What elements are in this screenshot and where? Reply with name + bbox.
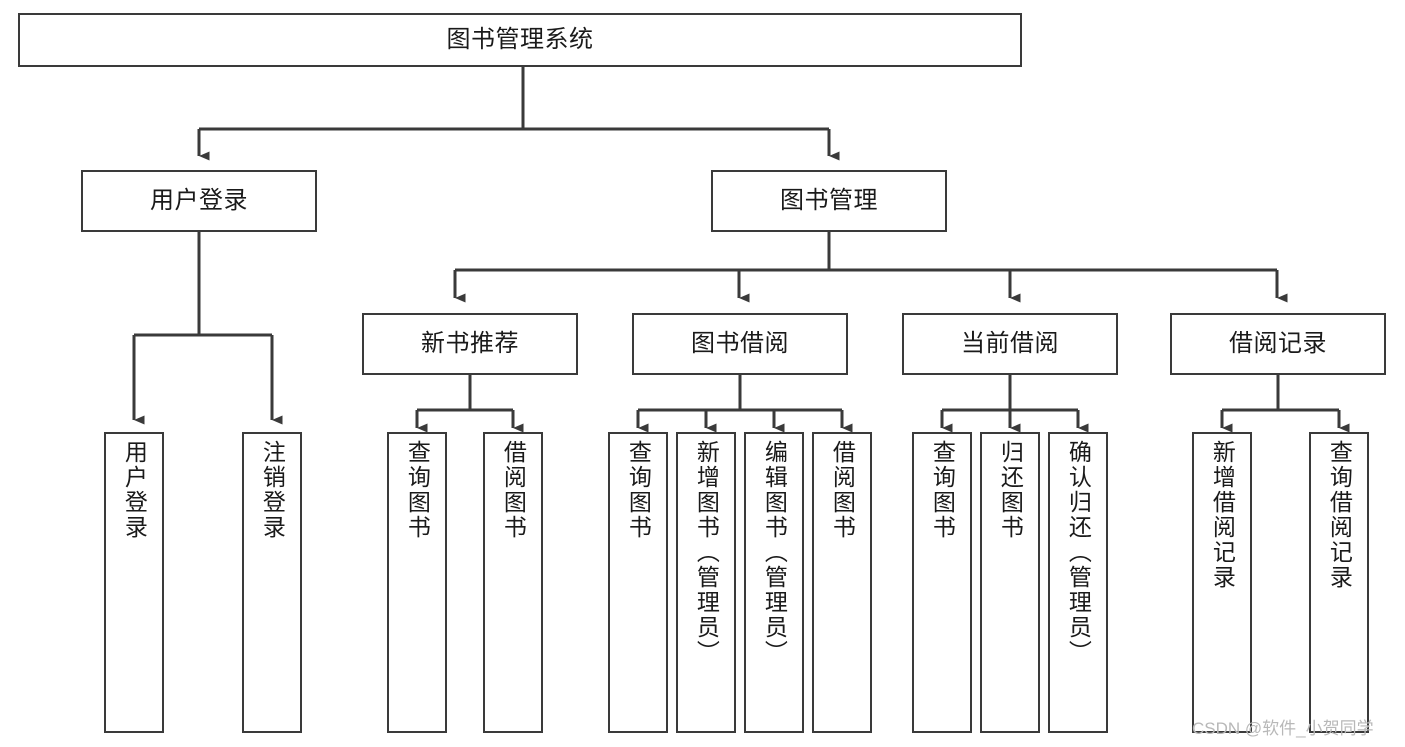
leaf-add-book-admin[interactable]: 新增图书（管理员）: [676, 432, 736, 733]
node-label: 新书推荐: [421, 330, 519, 357]
node-label: 图书借阅: [691, 330, 789, 357]
node-label: 图书管理: [780, 187, 878, 214]
leaf-user-login[interactable]: 用户登录: [104, 432, 164, 733]
node-label: 查询图书: [625, 440, 652, 540]
node-label: 用户登录: [150, 187, 248, 214]
leaf-borrow-book-recommend[interactable]: 借阅图书: [483, 432, 543, 733]
node-label: 借阅记录: [1229, 330, 1327, 357]
node-root-system[interactable]: 图书管理系统: [18, 13, 1022, 67]
leaf-query-book[interactable]: 查询图书: [608, 432, 668, 733]
node-label: 图书管理系统: [446, 26, 594, 53]
node-label: 新增图书（管理员）: [693, 440, 720, 665]
node-new-book-recommend[interactable]: 新书推荐: [362, 313, 578, 375]
node-label: 新增借阅记录: [1209, 440, 1236, 590]
leaf-add-borrow-record[interactable]: 新增借阅记录: [1192, 432, 1252, 733]
node-current-borrow[interactable]: 当前借阅: [902, 313, 1118, 375]
leaf-return-book[interactable]: 归还图书: [980, 432, 1040, 733]
leaf-query-book-current[interactable]: 查询图书: [912, 432, 972, 733]
node-label: 编辑图书（管理员）: [761, 440, 788, 665]
node-user-login[interactable]: 用户登录: [81, 170, 317, 232]
node-label: 借阅图书: [829, 440, 856, 540]
node-label: 当前借阅: [961, 330, 1059, 357]
node-borrow-record[interactable]: 借阅记录: [1170, 313, 1386, 375]
leaf-borrow-book[interactable]: 借阅图书: [812, 432, 872, 733]
leaf-user-logout[interactable]: 注销登录: [242, 432, 302, 733]
node-label: 查询借阅记录: [1326, 440, 1353, 590]
node-label: 注销登录: [259, 440, 286, 540]
node-label: 用户登录: [121, 440, 148, 540]
node-label: 归还图书: [997, 440, 1024, 540]
node-label: 查询图书: [404, 440, 431, 540]
node-book-management[interactable]: 图书管理: [711, 170, 947, 232]
node-book-borrow[interactable]: 图书借阅: [632, 313, 848, 375]
leaf-query-book-recommend[interactable]: 查询图书: [387, 432, 447, 733]
node-label: 借阅图书: [500, 440, 527, 540]
watermark: CSDN @软件_小贺同学: [1192, 719, 1374, 738]
leaf-confirm-return-admin[interactable]: 确认归还（管理员）: [1048, 432, 1108, 733]
leaf-edit-book-admin[interactable]: 编辑图书（管理员）: [744, 432, 804, 733]
leaf-query-borrow-record[interactable]: 查询借阅记录: [1309, 432, 1369, 733]
node-label: 确认归还（管理员）: [1065, 440, 1092, 665]
node-label: 查询图书: [929, 440, 956, 540]
